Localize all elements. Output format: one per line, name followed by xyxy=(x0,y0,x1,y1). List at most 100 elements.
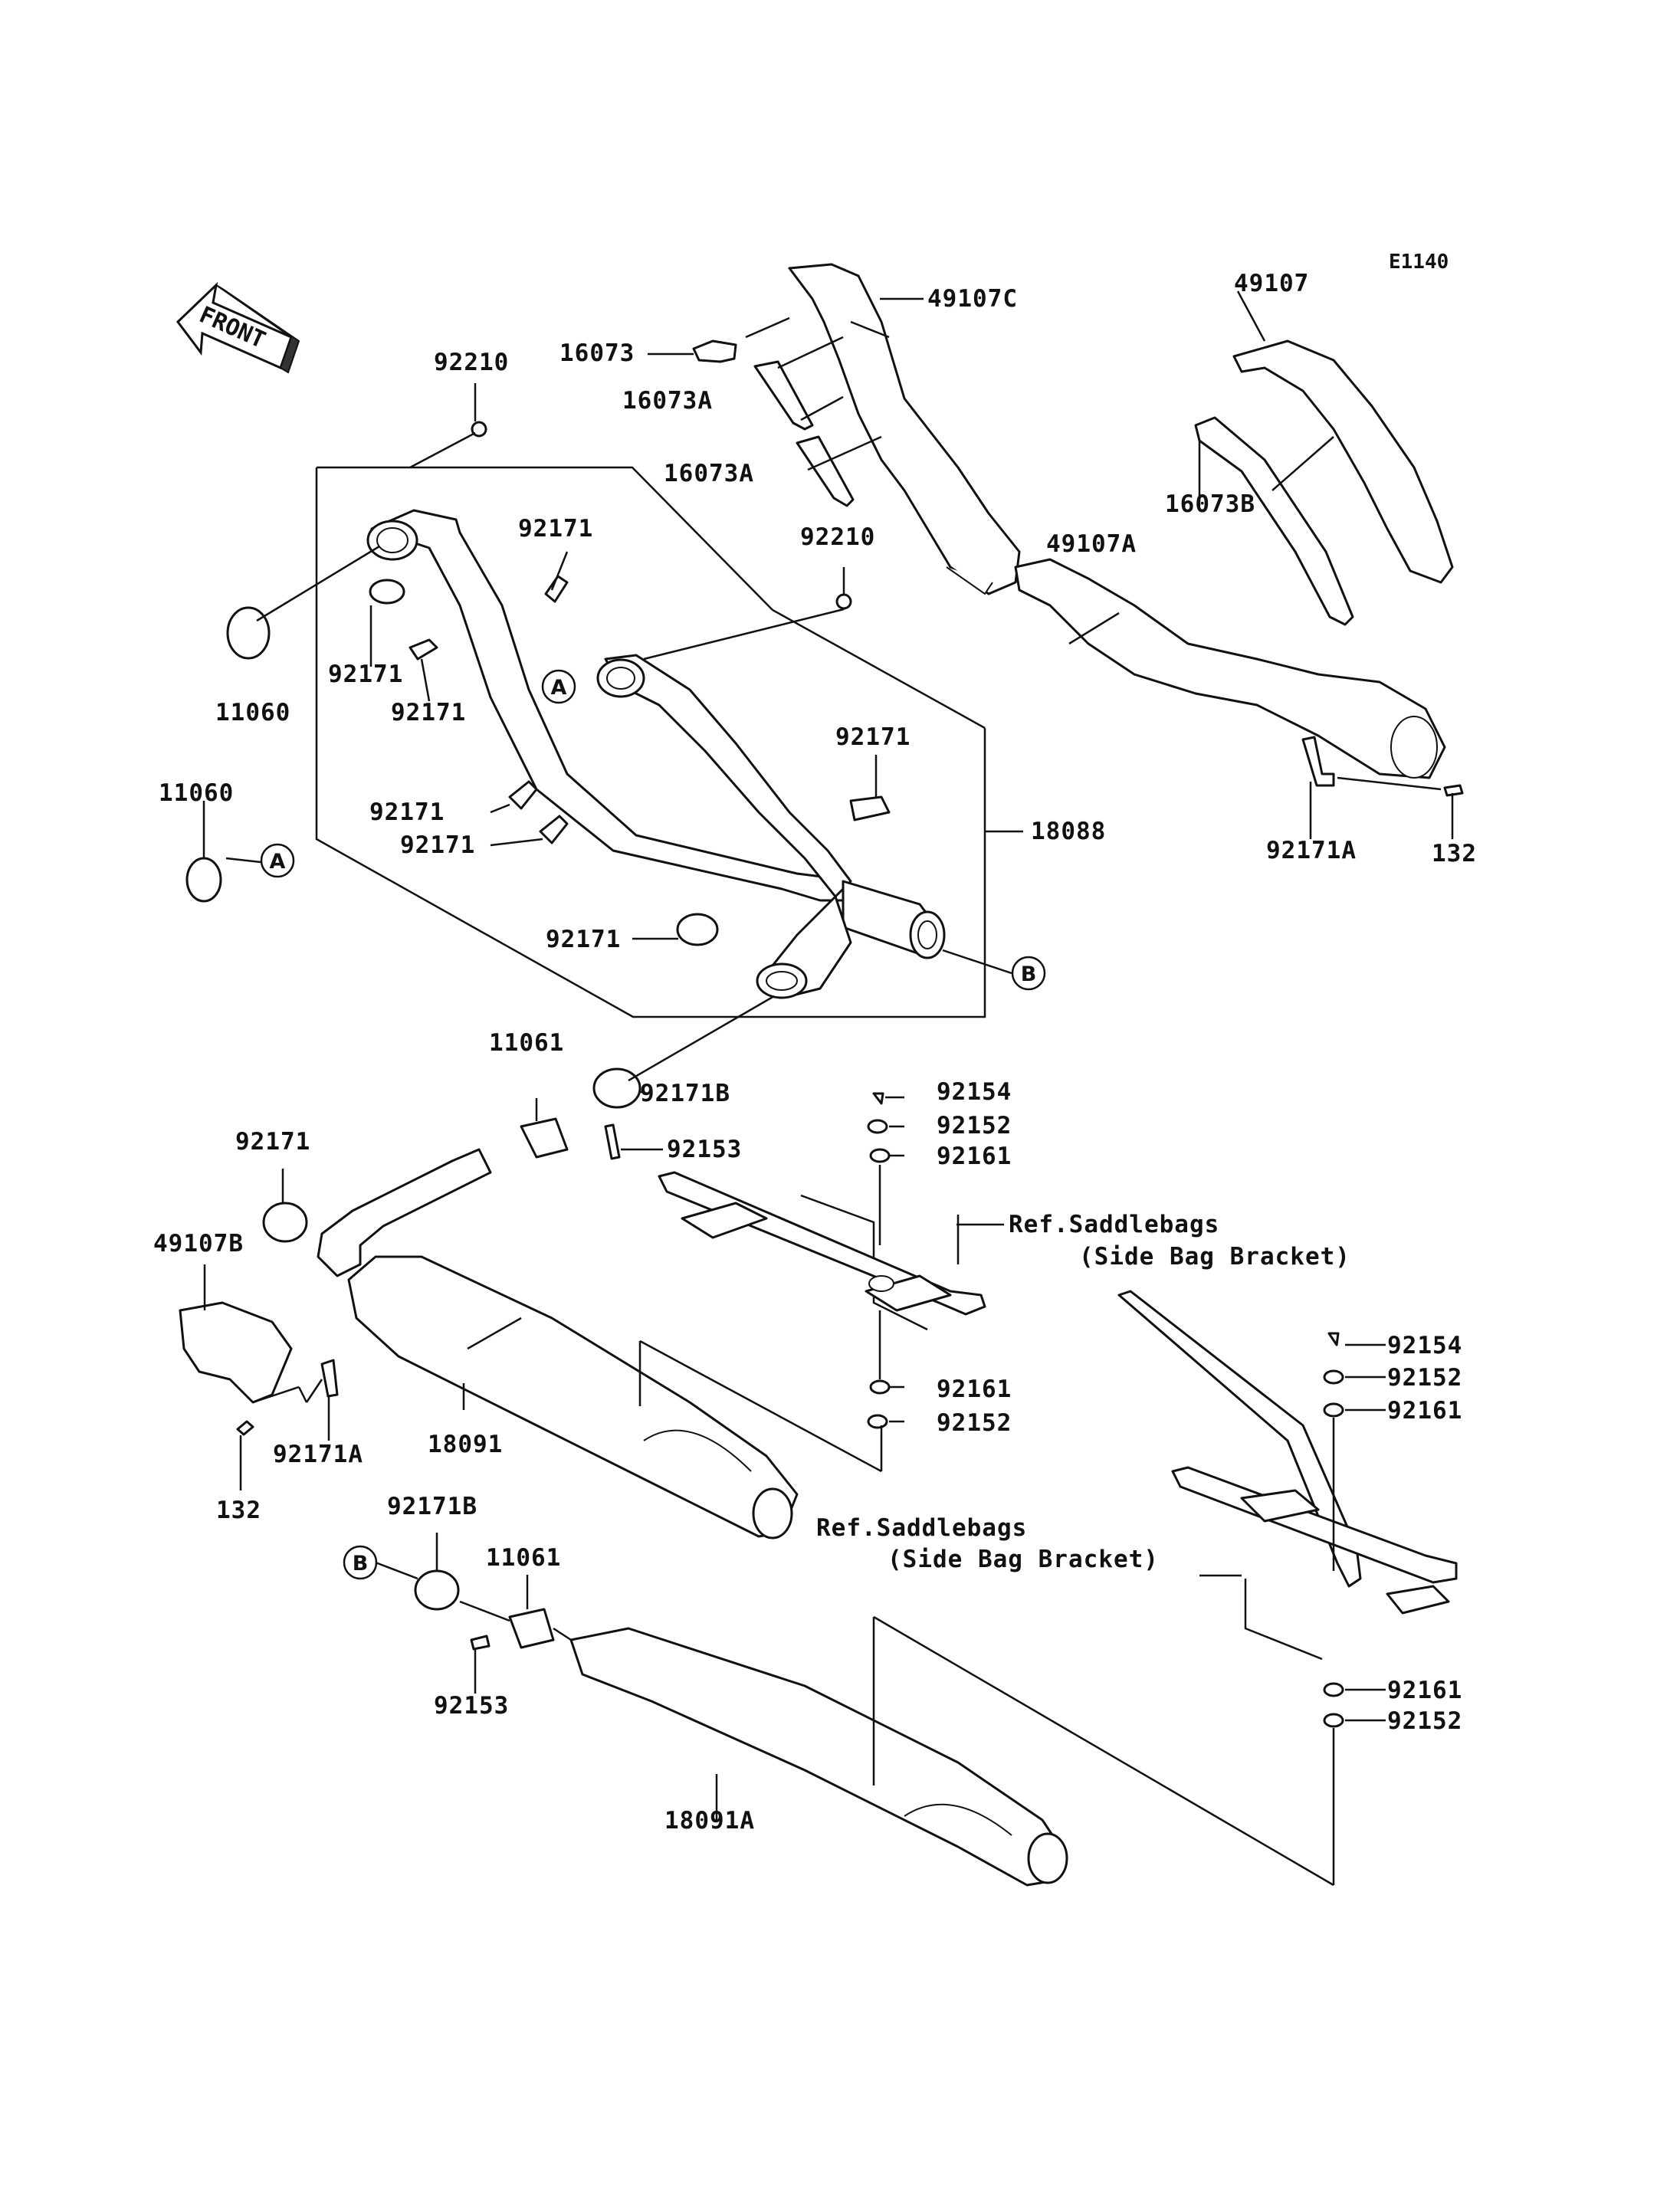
label-16073a-1: 16073A xyxy=(622,387,713,415)
nut-92161-icon xyxy=(869,1148,891,1163)
nut-92210-icon xyxy=(471,421,487,438)
label-92152-4: 92152 xyxy=(1387,1707,1462,1735)
bolt-92154-lower-icon xyxy=(1327,1332,1340,1346)
lower-bracket-assembly xyxy=(1117,1290,1458,1661)
diagram-code: E1140 xyxy=(1389,251,1449,274)
label-49107: 49107 xyxy=(1234,270,1309,297)
label-92210-2: 92210 xyxy=(800,523,875,551)
nut-92161-icon xyxy=(869,1379,891,1395)
label-11061-2: 11061 xyxy=(486,1544,561,1572)
washer-92152-icon xyxy=(867,1119,888,1134)
heat-guard-16073 xyxy=(692,339,737,363)
label-92171-h: 92171 xyxy=(235,1128,310,1156)
part-labels: 49107 16073 49107C 16073A 16073A 16073B … xyxy=(153,270,1477,1835)
label-92161-3: 92161 xyxy=(1387,1397,1462,1425)
label-11060-1: 11060 xyxy=(215,699,290,726)
svg-text:A: A xyxy=(270,850,286,874)
bolt-92153-lower-icon xyxy=(470,1635,491,1651)
label-92171-d: 92171 xyxy=(835,723,911,751)
ref-saddlebags-2-line2: (Side Bag Bracket) xyxy=(888,1546,1159,1573)
label-49107b: 49107B xyxy=(153,1230,244,1258)
bolt-92153-icon xyxy=(604,1123,621,1160)
clamp-92171b-icon xyxy=(592,1067,641,1109)
label-132-1: 132 xyxy=(1432,840,1477,867)
label-92154-1: 92154 xyxy=(937,1078,1012,1106)
svg-text:B: B xyxy=(353,1552,369,1576)
front-arrow-icon: FRONT xyxy=(176,281,300,374)
callout-a-upper: A xyxy=(541,669,576,704)
ref-saddlebags-2-line1: Ref.Saddlebags xyxy=(816,1514,1027,1542)
label-92171a-2: 92171A xyxy=(273,1441,363,1468)
ref-saddlebags-1-line1: Ref.Saddlebags xyxy=(1009,1211,1219,1238)
clamp-92171-icon xyxy=(262,1202,308,1243)
nut-92161-lower-icon xyxy=(1323,1682,1344,1697)
label-92171b-2: 92171B xyxy=(387,1493,477,1520)
label-132-2: 132 xyxy=(216,1497,261,1524)
label-49107a: 49107A xyxy=(1046,530,1137,558)
label-11060-2: 11060 xyxy=(159,779,234,807)
nut-92161-lower-icon xyxy=(1323,1402,1344,1418)
ref-saddlebags-1-line2: (Side Bag Bracket) xyxy=(1079,1243,1350,1271)
washer-92152-lower-icon xyxy=(1323,1713,1344,1728)
label-92171-a: 92171 xyxy=(518,515,593,543)
svg-text:A: A xyxy=(551,676,567,700)
label-92171-f: 92171 xyxy=(400,831,475,859)
label-92153-1: 92153 xyxy=(667,1136,742,1163)
washer-92152-icon xyxy=(867,1414,888,1429)
exhaust-pipe-assembly xyxy=(315,466,986,1018)
label-92152-2: 92152 xyxy=(937,1409,1012,1437)
label-92161-4: 92161 xyxy=(1387,1677,1462,1704)
label-92171b-1: 92171B xyxy=(640,1080,730,1107)
clamp-icon xyxy=(369,575,891,946)
bolt-132-icon xyxy=(1443,784,1464,797)
callout-a-lower: A xyxy=(260,843,295,878)
leader-lines xyxy=(202,290,1454,1887)
gasket-11060-icon xyxy=(185,857,222,903)
callout-b-lower: B xyxy=(343,1545,378,1580)
label-92161-2: 92161 xyxy=(937,1376,1012,1403)
label-16073: 16073 xyxy=(559,339,635,367)
callout-b-upper: B xyxy=(1011,956,1046,991)
heat-guard-49107c xyxy=(788,263,1021,595)
label-18091: 18091 xyxy=(428,1431,503,1458)
bolt-92154-icon xyxy=(872,1092,884,1105)
upper-bracket-assembly xyxy=(658,1171,986,1331)
bracket-92171a-icon xyxy=(1301,736,1335,787)
label-92161-1: 92161 xyxy=(937,1143,1012,1170)
gasket-11060-icon xyxy=(226,606,271,660)
connector-11061-lower-icon xyxy=(508,1608,555,1649)
heat-guard-49107a xyxy=(1014,558,1446,779)
label-18088: 18088 xyxy=(1031,818,1106,845)
label-11061-1: 11061 xyxy=(489,1029,564,1057)
washer-92152-lower-icon xyxy=(1323,1369,1344,1385)
nut-92210-icon xyxy=(835,593,852,610)
label-16073a-2: 16073A xyxy=(664,460,754,487)
reference-notes: Ref.Saddlebags (Side Bag Bracket) Ref.Sa… xyxy=(816,1211,1350,1573)
label-92171-c: 92171 xyxy=(391,699,466,726)
connector-11061-icon xyxy=(520,1117,569,1159)
label-92153-2: 92153 xyxy=(434,1692,509,1720)
label-92152-1: 92152 xyxy=(937,1112,1012,1139)
label-49107c: 49107C xyxy=(927,285,1018,313)
heat-guard-49107b xyxy=(179,1301,293,1404)
label-92171a-1: 92171A xyxy=(1266,837,1357,864)
bracket-92171a-lower-icon xyxy=(320,1359,339,1398)
muffler-18091 xyxy=(317,1148,799,1540)
heat-guard-16073a-upper xyxy=(753,360,814,431)
heat-guard-49107 xyxy=(1232,339,1454,584)
bolt-132-lower-icon xyxy=(236,1420,254,1436)
label-92171-g: 92171 xyxy=(546,926,621,953)
label-18091a: 18091A xyxy=(664,1807,755,1835)
label-92171-e: 92171 xyxy=(369,798,445,826)
label-92152-3: 92152 xyxy=(1387,1364,1462,1392)
svg-text:B: B xyxy=(1021,962,1037,986)
heat-guard-16073a-lower xyxy=(796,435,855,507)
muffler-18091a xyxy=(569,1627,1068,1887)
clamp-92171b-lower-icon xyxy=(414,1569,460,1611)
label-92210-1: 92210 xyxy=(434,349,509,376)
label-92171-b: 92171 xyxy=(328,661,403,688)
label-16073b: 16073B xyxy=(1165,490,1255,518)
label-92154-2: 92154 xyxy=(1387,1332,1462,1359)
heat-guard-16073b xyxy=(1194,416,1354,626)
